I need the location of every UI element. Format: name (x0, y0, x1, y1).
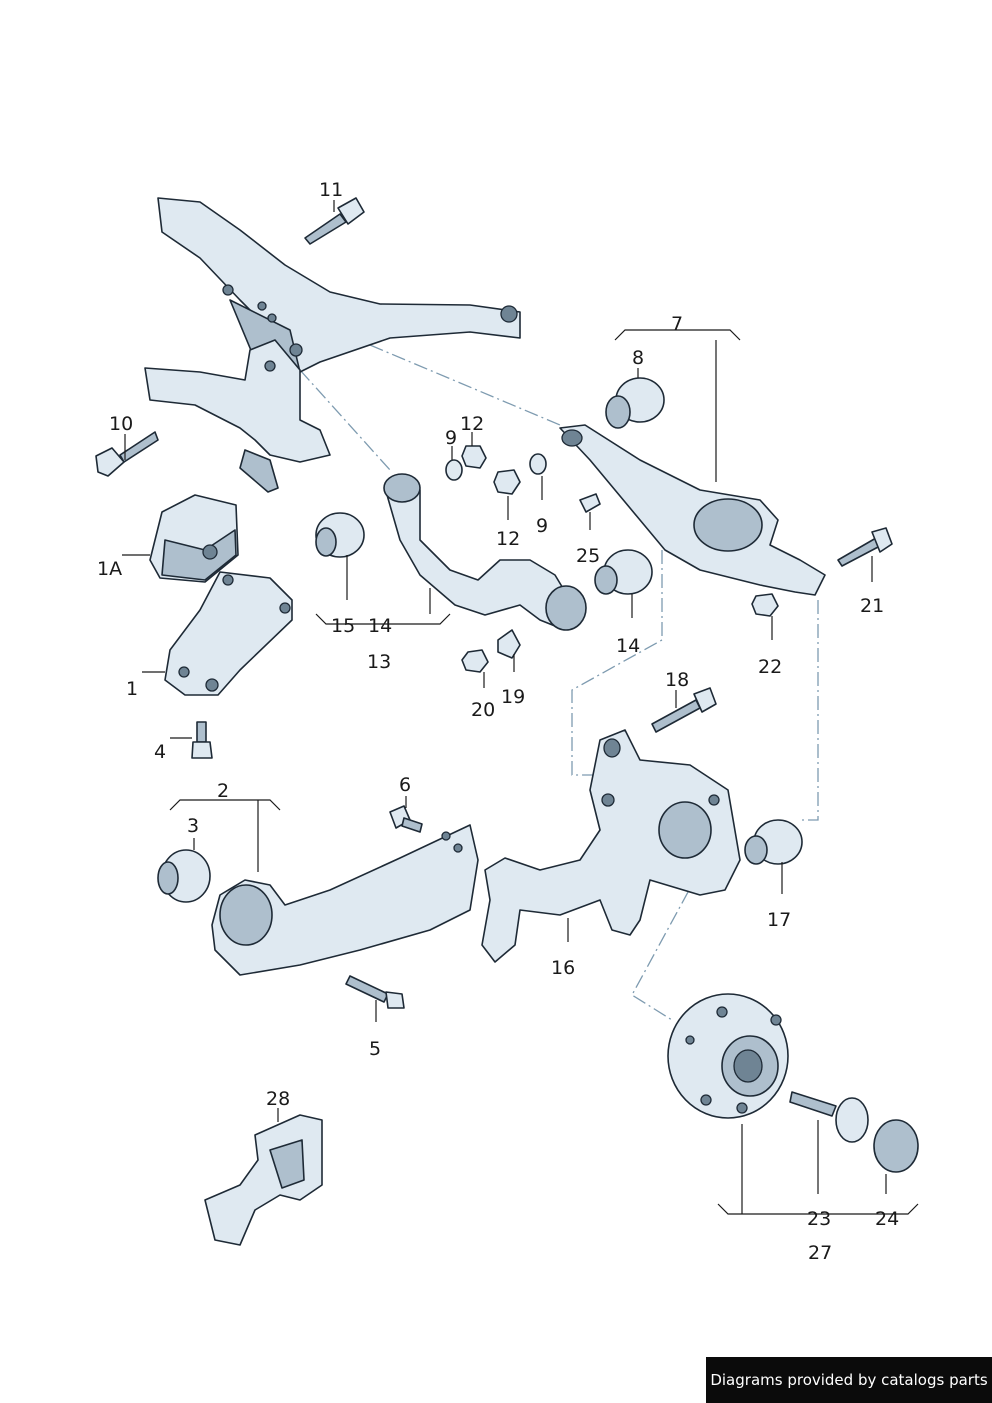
part-18-bolt (651, 687, 717, 733)
label-28: 28 (266, 1088, 290, 1110)
part-12-nut-lower (493, 469, 521, 495)
part-19-washer (497, 629, 521, 659)
part-14-bushing (594, 549, 653, 595)
label-7: 7 (671, 313, 683, 335)
label-20: 20 (471, 699, 495, 721)
part-4-screw (191, 721, 213, 759)
label-17: 17 (767, 909, 791, 931)
part-7-control-arm (559, 424, 826, 596)
part-23-hub-bolt (789, 1091, 869, 1143)
label-1: 1 (126, 678, 138, 700)
part-3-bushing (157, 849, 211, 903)
part-25-bolt (579, 493, 601, 513)
label-23: 23 (807, 1208, 831, 1230)
label-21: 21 (860, 595, 884, 617)
label-22: 22 (758, 656, 782, 678)
part-16-wheel-carrier (481, 729, 741, 963)
label-18: 18 (665, 669, 689, 691)
part-1-bracket (164, 571, 293, 696)
part-24-cap (873, 1119, 919, 1173)
label-8: 8 (632, 347, 644, 369)
part-20-nut (461, 649, 489, 673)
label-13: 13 (367, 651, 391, 673)
label-9-lower: 9 (536, 515, 548, 537)
label-5: 5 (369, 1038, 381, 1060)
part-13-upper-arm (383, 473, 587, 631)
part-22-nut (751, 593, 779, 617)
part-15-bushing (315, 512, 365, 558)
label-12-lower: 12 (496, 528, 520, 550)
leader-lines (122, 200, 919, 1215)
label-19: 19 (501, 686, 525, 708)
label-27: 27 (808, 1242, 832, 1264)
part-28-bracket (204, 1114, 323, 1246)
label-1a: 1A (97, 558, 122, 580)
label-10: 10 (109, 413, 133, 435)
label-15: 15 (331, 615, 355, 637)
part-6-bolt (389, 805, 423, 833)
part-8-bushing (605, 377, 665, 429)
part-12-nut-upper (461, 445, 487, 469)
part-27-wheel-hub (667, 993, 789, 1119)
part-9-washer-lower (529, 453, 547, 475)
part-21-bolt (837, 527, 893, 567)
label-3: 3 (187, 815, 199, 837)
part-number-labels: 11 10 1A 1 4 7 8 9 12 12 9 25 15 14 13 1… (97, 179, 899, 1264)
label-25: 25 (576, 545, 600, 567)
part-5-bolt (345, 975, 405, 1009)
subframe (144, 197, 521, 493)
label-12-upper: 12 (460, 413, 484, 435)
label-14-left: 14 (368, 615, 392, 637)
part-2-trailing-arm (211, 824, 479, 976)
part-11-bolt (304, 197, 365, 245)
part-10-bolt (95, 431, 159, 477)
part-1a-mount (149, 494, 239, 583)
label-6: 6 (399, 774, 411, 796)
label-24: 24 (875, 1208, 899, 1230)
label-11: 11 (319, 179, 343, 201)
provider-watermark: Diagrams provided by catalogs parts (706, 1357, 992, 1403)
assembly-axis-lines (299, 344, 819, 1021)
label-9-upper: 9 (445, 427, 457, 449)
part-17-bushing (744, 819, 803, 865)
label-14-right: 14 (616, 635, 640, 657)
label-16: 16 (551, 957, 575, 979)
label-4: 4 (154, 741, 166, 763)
part-9-washer-upper (445, 459, 463, 481)
label-2: 2 (217, 780, 229, 802)
